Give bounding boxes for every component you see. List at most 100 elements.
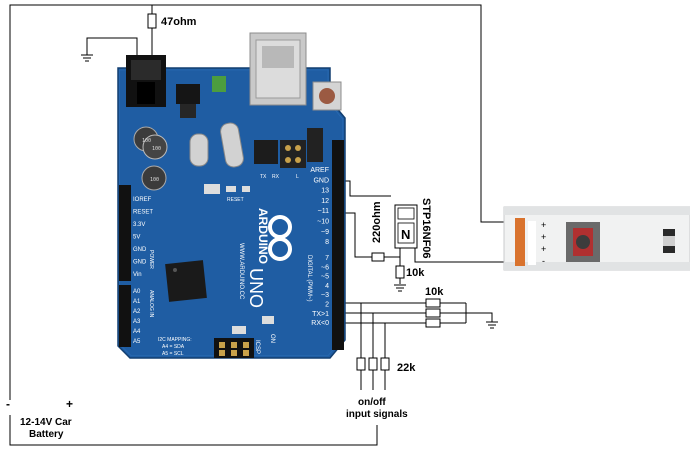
board-i2c-sda: A4 = SDA — [162, 344, 185, 350]
power-jack — [126, 55, 166, 107]
digital-pin-label-5: ~10 — [317, 219, 329, 226]
strip-pin-1: + — [541, 220, 546, 230]
board-i2c-scl: A5 = SCL — [162, 351, 184, 357]
crystal-2 — [220, 122, 244, 168]
analog-pin-label-1: A1 — [133, 299, 141, 305]
mosfet-label: STP16NF06 — [420, 198, 432, 259]
digital-pin-labels: AREF GND 13 12 ~11 ~10 ~9 8 7 ~6 ~5 4 ~3 2TX>1RX<0 — [310, 167, 329, 327]
board-i2c-title: I2C MAPPING: — [158, 337, 192, 343]
board-header-power: POWER — [148, 250, 154, 269]
digital-pin-label-8: 7 — [325, 255, 329, 262]
digital-pin-label-0: AREF — [310, 167, 329, 174]
resistor-10k-gate — [395, 265, 405, 279]
battery-label-line2: Battery — [29, 429, 64, 440]
arduino-logo — [268, 215, 292, 261]
board-led-l: L — [296, 174, 299, 180]
resistor-22k-1 — [356, 357, 366, 371]
digital-pin-label-3: 12 — [321, 198, 329, 205]
crystal-1 — [189, 133, 209, 167]
strip-pin-4: - — [542, 256, 545, 266]
power-pin-label-2: 3.3V — [133, 222, 145, 228]
strip-pin-3: + — [541, 244, 546, 254]
digital-pin-label-4: ~11 — [318, 208, 329, 215]
resistor-47ohm — [147, 13, 157, 29]
analog-pin-label-2: A2 — [133, 309, 141, 315]
board-icsp-label: ICSP — [254, 340, 260, 354]
resistor-10k-input-3 — [425, 318, 441, 328]
power-pin-label-3: 5V — [133, 235, 140, 241]
usb-connector — [249, 32, 307, 106]
power-pin-label-0: IOREF — [133, 197, 152, 203]
strip-pin-2: + — [541, 232, 546, 242]
svg-text:100: 100 — [142, 138, 151, 144]
resistor-10k-input-1 — [425, 298, 441, 308]
icsp-header-top — [280, 140, 306, 168]
digital-pin-label-10: ~5 — [321, 274, 329, 281]
power-pin-label-4: GND — [133, 247, 147, 253]
arduino-board: 100 100 100 — [117, 32, 346, 359]
svg-text:100: 100 — [152, 146, 161, 152]
board-led-tx: TX — [260, 174, 267, 180]
signals-label-line1: on/off — [358, 397, 386, 408]
power-header — [119, 185, 131, 281]
board-reset-label: RESET — [227, 197, 244, 203]
resistor-47ohm-label: 47ohm — [161, 16, 197, 28]
analog-header — [119, 285, 131, 347]
digital-pin-label-7: 8 — [325, 239, 329, 246]
digital-pin-label-13: 2 — [325, 302, 329, 309]
resistor-22k-2 — [368, 357, 378, 371]
power-pin-label-5: GND — [133, 260, 147, 266]
board-brand: ARDUINO — [256, 208, 270, 264]
resistor-10k-gate-label: 10k — [406, 267, 425, 279]
mosfet: N — [394, 204, 418, 249]
wires — [9, 4, 506, 446]
analog-pin-label-4: A4 — [133, 329, 141, 335]
analog-pin-label-0: A0 — [133, 289, 141, 295]
digital-pin-label-1: GND — [313, 177, 329, 184]
mosfet-letter: N — [401, 227, 410, 242]
digital-pin-label-2: 13 — [321, 188, 329, 195]
digital-pin-label-11: 4 — [325, 283, 329, 290]
resistor-220ohm — [371, 252, 385, 262]
power-pin-label-6: Vin — [133, 272, 142, 278]
led-strip: + + + - — [503, 206, 690, 271]
battery-label-line1: 12-14V Car — [20, 417, 72, 428]
ground-symbol-inputs — [486, 321, 498, 329]
signals-label-line2: input signals — [346, 409, 408, 420]
power-pin-labels: IOREF RESET 3.3V 5V GND GND Vin — [133, 197, 153, 278]
resistor-22k-label: 22k — [397, 362, 416, 374]
battery-minus: - — [6, 397, 10, 411]
svg-text:100: 100 — [150, 177, 159, 183]
resistor-10k-input-2 — [425, 308, 441, 318]
analog-pin-label-3: A3 — [133, 319, 141, 325]
strip-copper-pads — [515, 218, 525, 266]
usb-chip — [254, 140, 278, 164]
resistor-22k-3 — [380, 357, 390, 371]
battery-plus: + — [66, 397, 73, 411]
board-led-rx: RX — [272, 174, 280, 180]
power-pin-label-1: RESET — [133, 210, 153, 216]
board-model: UNO — [246, 268, 266, 308]
digital-pin-label-9: ~6 — [321, 264, 329, 271]
digital-pin-label-15: RX<0 — [311, 320, 329, 327]
microcontroller-chip — [165, 260, 207, 302]
voltage-regulator — [176, 84, 200, 104]
digital-header — [332, 140, 344, 350]
ground-symbol-jack — [81, 54, 93, 62]
resistor-220ohm-label: 220ohm — [371, 201, 383, 243]
board-on-label: ON — [269, 334, 275, 343]
ground-symbol-gate — [394, 284, 406, 292]
digital-pin-label-12: ~3 — [321, 292, 329, 299]
board-header-digital: DIGITAL (PWM~) — [306, 255, 312, 302]
resistor-10k-inputs-label: 10k — [425, 286, 444, 298]
digital-pin-label-14: TX>1 — [312, 311, 329, 318]
board-url: WWW.ARDUINO.CC — [238, 243, 244, 300]
analog-pin-label-5: A5 — [133, 339, 141, 345]
capacitors: 100 100 100 — [133, 126, 168, 191]
digital-pin-label-6: ~9 — [321, 229, 329, 236]
icsp-header-bottom — [214, 338, 254, 358]
reset-button[interactable] — [312, 81, 342, 111]
board-header-analog: ANALOG IN — [148, 290, 154, 318]
